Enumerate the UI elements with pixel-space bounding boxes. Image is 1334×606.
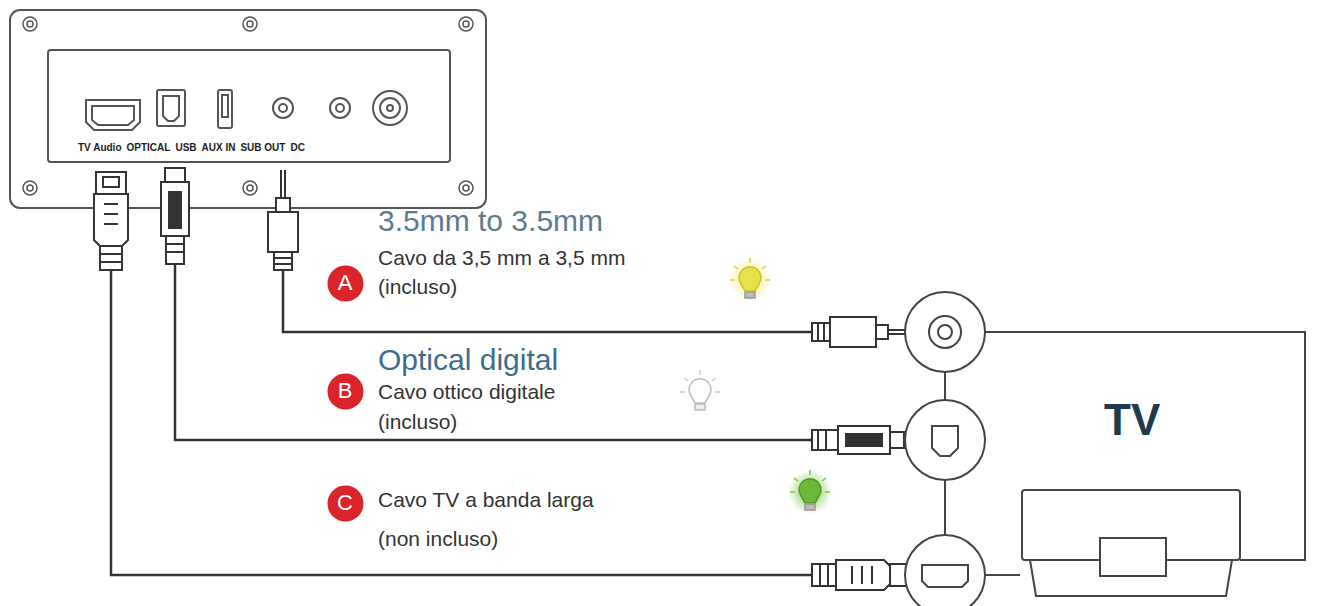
callout-letter: A: [327, 265, 364, 302]
port-label: DC: [290, 142, 304, 154]
cable-note: (incluso): [378, 410, 457, 434]
cable-caption-en: Optical digital: [378, 343, 558, 378]
callout-circle: C: [327, 485, 364, 522]
plugs: [94, 168, 912, 590]
cable-note: (incluso): [378, 275, 457, 299]
callout-circle: B: [327, 373, 364, 410]
cables: [111, 265, 812, 575]
port-label: USB: [175, 142, 196, 154]
soundbar-panel: [10, 10, 486, 208]
tv: [905, 292, 1305, 606]
device-label: TV: [1104, 395, 1160, 446]
cable-caption: Cavo ottico digitale: [378, 380, 555, 404]
port-label: SUB OUT: [240, 142, 285, 154]
cable-caption: Cavo TV a banda larga: [378, 488, 594, 512]
cable-caption: Cavo da 3,5 mm a 3,5 mm: [378, 246, 625, 270]
callout-circle: A: [327, 265, 364, 302]
port-label: AUX IN: [202, 142, 236, 154]
cable-note: (non incluso): [378, 527, 498, 551]
callout-letter: C: [327, 485, 364, 522]
port-label: TV Audio: [78, 142, 122, 154]
port-label: OPTICAL: [127, 142, 171, 154]
cable-caption-en: 3.5mm to 3.5mm: [378, 204, 603, 239]
indicator-bulbs: [680, 258, 832, 514]
callout-letter: B: [327, 373, 364, 410]
